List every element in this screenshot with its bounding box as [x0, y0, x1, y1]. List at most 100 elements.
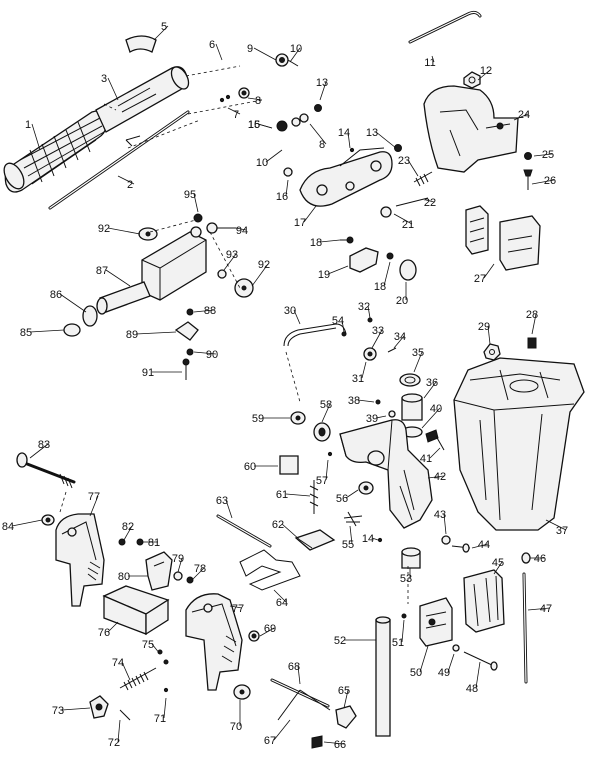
leader-line — [393, 213, 413, 225]
leader-line — [193, 351, 217, 355]
part-number-94: 94 — [236, 225, 248, 237]
part-number-86: 86 — [50, 289, 62, 301]
part-number-72: 72 — [108, 737, 120, 749]
clamp-part — [419, 597, 453, 647]
leader-line — [383, 261, 391, 287]
leader-line — [265, 149, 283, 163]
part-number-28: 28 — [526, 309, 538, 321]
bolt-part — [20, 460, 76, 484]
part-number-8: 8 — [319, 139, 325, 151]
part-number-26: 26 — [544, 175, 556, 187]
part-number-29: 29 — [478, 321, 490, 333]
part-number-59: 59 — [252, 413, 264, 425]
part-number-27: 27 — [474, 273, 486, 285]
part-number-68: 68 — [288, 661, 300, 673]
plate-part — [279, 455, 299, 475]
part-number-90: 90 — [206, 349, 218, 361]
part-number-49: 49 — [438, 667, 450, 679]
leader-line — [407, 159, 419, 177]
leader-line — [531, 179, 555, 185]
part-number-11: 11 — [424, 57, 435, 69]
leader-line — [513, 113, 529, 121]
leader-line — [429, 447, 441, 459]
nut-part-29 — [483, 343, 501, 361]
nut-part — [463, 71, 481, 89]
leader-line — [247, 97, 263, 101]
part-number-9: 9 — [247, 43, 253, 55]
part-number-22: 22 — [424, 197, 436, 209]
leader-line — [477, 69, 491, 81]
leader-line — [31, 123, 41, 151]
leader-line — [117, 175, 135, 185]
leader-line — [59, 293, 87, 313]
part-number-78: 78 — [194, 563, 206, 575]
part-number-16: 16 — [248, 119, 260, 131]
part-number-57: 57 — [316, 475, 328, 487]
part-number-58: 58 — [320, 399, 332, 411]
part-number-20: 20 — [396, 295, 408, 307]
leader-line — [357, 399, 375, 403]
part-number-79: 79 — [172, 553, 184, 565]
part-number-65: 65 — [338, 685, 350, 697]
leader-line — [177, 557, 183, 573]
part-number-6: 6 — [209, 39, 215, 51]
part-number-92: 92 — [258, 259, 270, 271]
leader-line — [471, 543, 489, 549]
leader-line — [423, 381, 437, 399]
leader-line — [325, 459, 329, 481]
leader-line — [371, 329, 383, 349]
leader-line — [121, 661, 131, 681]
leader-line — [89, 495, 99, 517]
oring-part — [82, 305, 98, 327]
part-number-35: 35 — [412, 347, 424, 359]
part-number-12: 12 — [480, 65, 492, 77]
part-number-3: 3 — [101, 73, 107, 85]
part-number-41: 41 — [420, 453, 432, 465]
leader-line — [135, 331, 177, 335]
leader-line — [323, 741, 345, 745]
leader-line — [401, 619, 405, 643]
part-number-2: 2 — [127, 179, 133, 191]
leader-line — [105, 269, 131, 287]
part-number-52: 52 — [334, 635, 346, 647]
leader-line — [289, 47, 301, 63]
leader-line — [227, 107, 241, 115]
leader-line — [343, 689, 349, 709]
leader-line — [293, 309, 301, 325]
part-number-63: 63 — [216, 495, 228, 507]
steering-block-part — [96, 226, 207, 315]
part-number-21: 21 — [402, 219, 414, 231]
leader-line — [191, 567, 205, 581]
part-number-48: 48 — [466, 683, 478, 695]
leader-line — [223, 253, 237, 271]
part-number-50: 50 — [410, 667, 422, 679]
leader-line — [117, 719, 121, 743]
part-number-87: 87 — [96, 265, 108, 277]
part-number-39: 39 — [366, 413, 378, 425]
part-number-16: 16 — [276, 191, 288, 203]
part-number-73: 73 — [52, 705, 64, 717]
part-number-95: 95 — [184, 189, 196, 201]
leader-line — [257, 123, 273, 129]
part-number-18: 18 — [374, 281, 386, 293]
part-number-1: 1 — [25, 119, 31, 131]
leader-line — [347, 131, 351, 149]
part-number-77: 77 — [88, 491, 100, 503]
part-number-84: 84 — [2, 521, 14, 533]
part-number-75: 75 — [142, 639, 154, 651]
stern-bracket-left-part — [55, 513, 105, 607]
swivel-bracket-part — [339, 419, 433, 529]
part-number-89: 89 — [126, 329, 138, 341]
leader-line — [531, 313, 537, 335]
part-number-25: 25 — [542, 149, 554, 161]
leader-line — [309, 123, 327, 145]
leader-line — [273, 589, 287, 603]
leader-line — [393, 335, 405, 349]
part-number-81: 81 — [148, 537, 160, 549]
tube-part — [375, 619, 391, 737]
leader-line — [431, 55, 435, 63]
clip-part — [174, 321, 199, 341]
part-number-14: 14 — [338, 127, 350, 139]
part-number-10: 10 — [256, 157, 268, 169]
